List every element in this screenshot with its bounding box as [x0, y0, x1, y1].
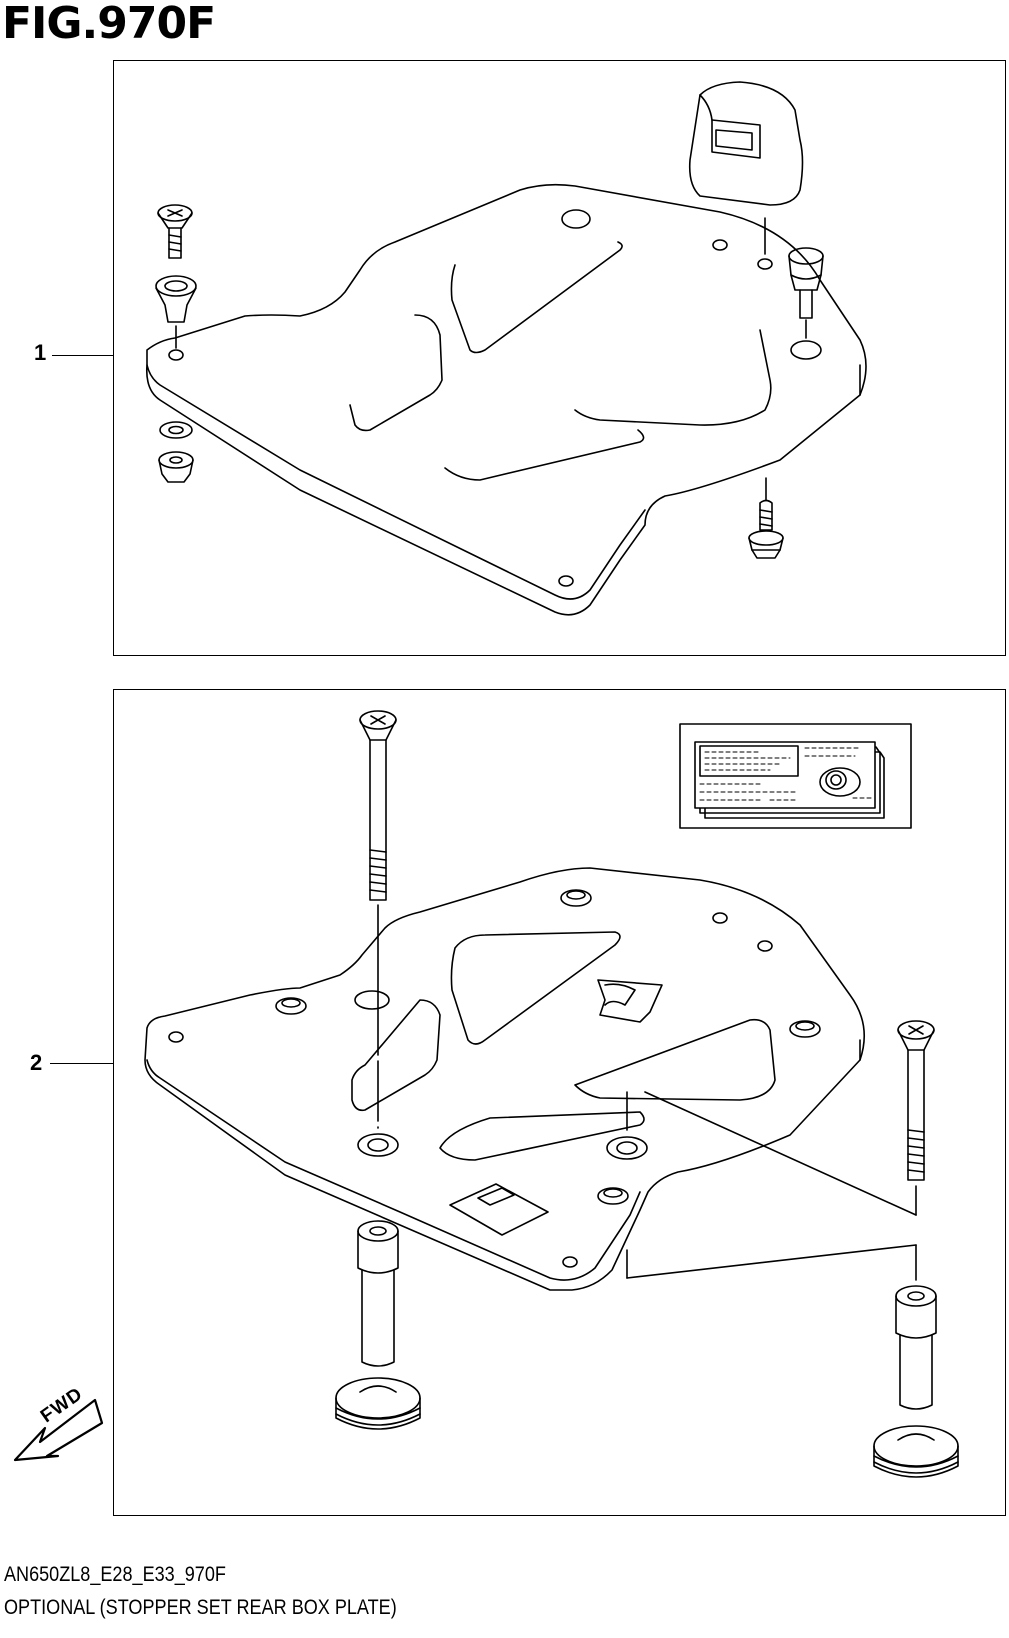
- stopper-plate-drawing: [145, 183, 867, 616]
- part-panel-1: [113, 60, 1006, 656]
- figure-title: FIG.970F: [2, 0, 216, 49]
- callout-leader-2: [50, 1063, 113, 1064]
- knob-bolt-drawing: [788, 247, 824, 339]
- stopper-block-drawing: [688, 81, 804, 255]
- part-panel-2: [113, 689, 1006, 1516]
- long-bolt-left-drawing: [359, 710, 397, 1129]
- flange-bolt-drawing: [748, 477, 784, 559]
- rear-box-plate-drawing: [144, 867, 866, 1291]
- fwd-arrow-icon: [13, 1398, 104, 1462]
- callout-number-1: 1: [34, 340, 47, 365]
- long-bolt-right-drawing: [626, 1020, 935, 1216]
- instruction-card-drawing: [679, 723, 912, 829]
- model-code-label: AN650ZL8_E28_E33_970F: [4, 1563, 226, 1586]
- spacer-collar-right-drawing: [626, 1244, 959, 1478]
- callout-number-2: 2: [30, 1050, 43, 1075]
- figure-caption: OPTIONAL (STOPPER SET REAR BOX PLATE): [4, 1596, 397, 1619]
- spacer-collar-left-drawing: [335, 1220, 421, 1430]
- screw-and-nut-drawing: [155, 204, 197, 483]
- callout-leader-1: [52, 355, 113, 356]
